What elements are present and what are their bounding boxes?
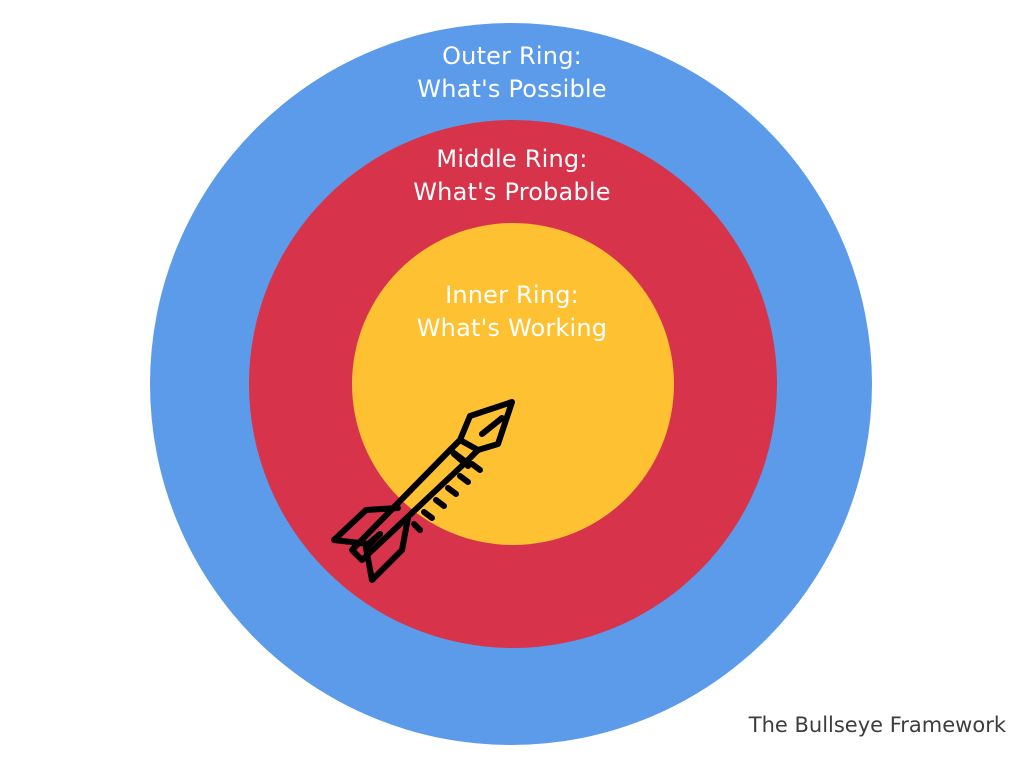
inner-ring-title: Inner Ring: — [445, 281, 579, 309]
middle-ring-label: Middle Ring: What's Probable — [312, 143, 712, 209]
inner-ring-label: Inner Ring: What's Working — [312, 279, 712, 345]
footer-caption: The Bullseye Framework — [748, 713, 1006, 737]
outer-ring-subtitle: What's Possible — [417, 75, 607, 103]
middle-ring-subtitle: What's Probable — [413, 178, 611, 206]
middle-ring-title: Middle Ring: — [436, 145, 588, 173]
inner-ring-subtitle: What's Working — [416, 314, 608, 342]
outer-ring-title: Outer Ring: — [442, 42, 582, 70]
arrow-icon — [331, 399, 515, 583]
outer-ring-label: Outer Ring: What's Possible — [312, 40, 712, 106]
